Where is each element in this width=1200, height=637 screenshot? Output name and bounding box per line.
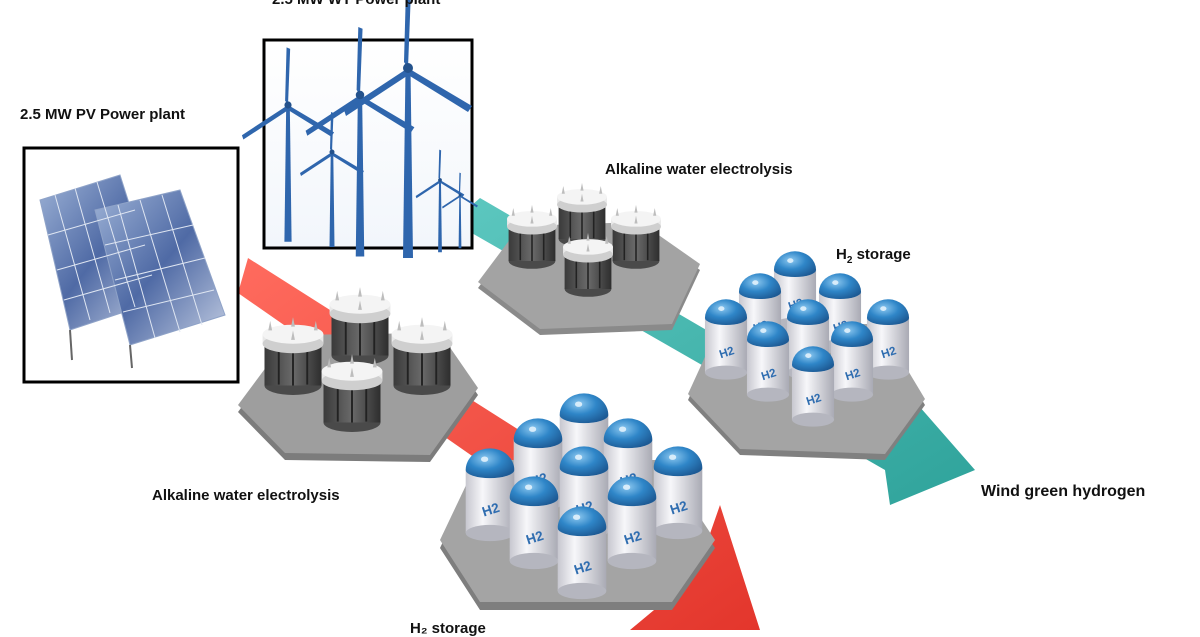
wind-turbine-picture bbox=[241, 0, 478, 258]
electrolysis-label-top: Alkaline water electrolysis bbox=[605, 161, 793, 178]
wt-power-plant-label: 2.5 MW WT Power plant bbox=[272, 0, 440, 8]
electrolysis-platform-bottom bbox=[238, 286, 478, 462]
h2-storage-label-h: H bbox=[836, 246, 847, 263]
bottom-partial-label: H₂ storage bbox=[410, 620, 486, 637]
solar-panel-picture bbox=[22, 146, 240, 384]
electrolysis-label-bottom: Alkaline water electrolysis bbox=[152, 487, 340, 504]
h2-storage-label: H2 storage bbox=[836, 246, 911, 266]
h2-storage-platform-bottom bbox=[440, 393, 715, 610]
electrolysis-platform-top bbox=[478, 182, 700, 335]
h2-storage-label-subscript: 2 bbox=[846, 255, 853, 266]
pv-power-plant-label: 2.5 MW PV Power plant bbox=[20, 106, 186, 123]
h2-storage-platform-top bbox=[688, 251, 925, 460]
wind-green-hydrogen-label: Wind green hydrogen bbox=[981, 483, 1146, 500]
h2-storage-label-text: storage bbox=[852, 246, 911, 263]
